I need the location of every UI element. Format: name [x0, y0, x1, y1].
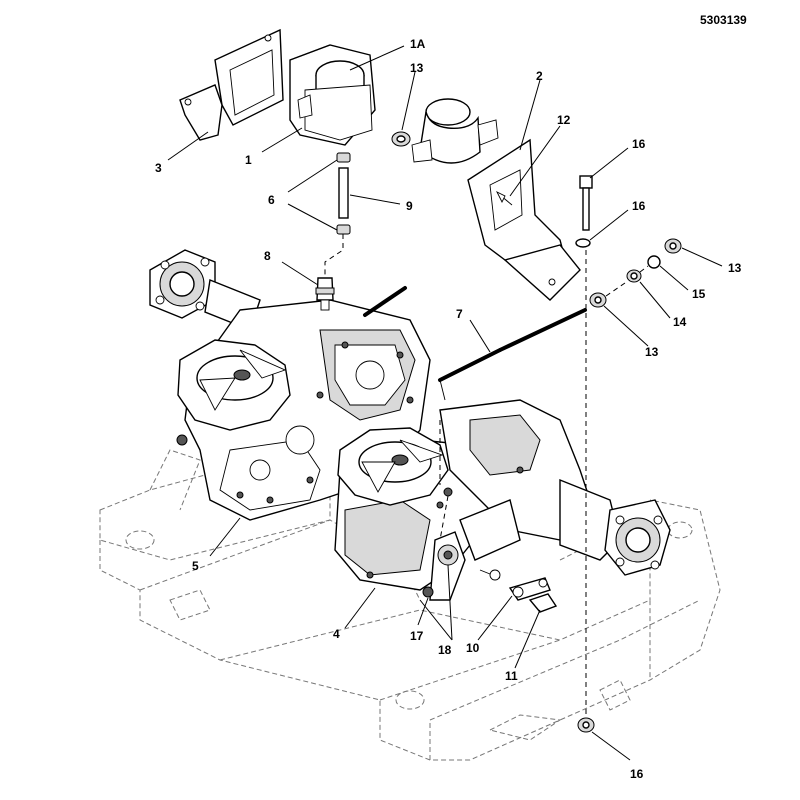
callout-16-top: 16: [632, 137, 646, 151]
hardware-right: [589, 238, 682, 308]
callout-14: 14: [673, 315, 687, 329]
reservoir-right: [411, 98, 499, 164]
bracket-left: [179, 28, 284, 141]
leader-lines: [167, 45, 723, 761]
callout-13-upper: 13: [410, 61, 424, 75]
callout-17: 17: [410, 629, 424, 643]
callout-10: 10: [466, 641, 480, 655]
callout-6: 6: [268, 193, 275, 207]
bracket-right: [467, 138, 581, 301]
callout-7: 7: [456, 307, 463, 321]
fitting-8: [315, 277, 335, 311]
hose-fittings: [324, 152, 351, 275]
callout-5: 5: [192, 559, 199, 573]
callout-2: 2: [536, 69, 543, 83]
callout-13-right: 13: [728, 261, 742, 275]
callouts: 1A 1 2 3 4 5 6 7 8 9 10 11 12 13 13 13 1…: [155, 37, 742, 781]
callout-12: 12: [557, 113, 571, 127]
callout-1A: 1A: [410, 37, 426, 51]
document-number: 5303139: [700, 13, 747, 27]
callout-16-bottom: 16: [630, 767, 644, 781]
bolt-16: [575, 175, 593, 720]
left-transaxle: [149, 249, 431, 521]
callout-8: 8: [264, 249, 271, 263]
callout-15: 15: [692, 287, 706, 301]
group-outline: [289, 44, 331, 120]
callout-18: 18: [438, 643, 452, 657]
callout-16-mid: 16: [632, 199, 646, 213]
right-transaxle: [334, 399, 671, 613]
reservoir-left: [289, 44, 376, 146]
callout-9: 9: [406, 199, 413, 213]
callout-13-lower: 13: [645, 345, 659, 359]
screw-12: [495, 190, 513, 206]
control-rod: [363, 286, 587, 401]
pin-18: [443, 487, 453, 497]
callout-3: 3: [155, 161, 162, 175]
callout-1: 1: [245, 153, 252, 167]
callout-11: 11: [505, 669, 518, 683]
callout-4: 4: [333, 627, 340, 641]
